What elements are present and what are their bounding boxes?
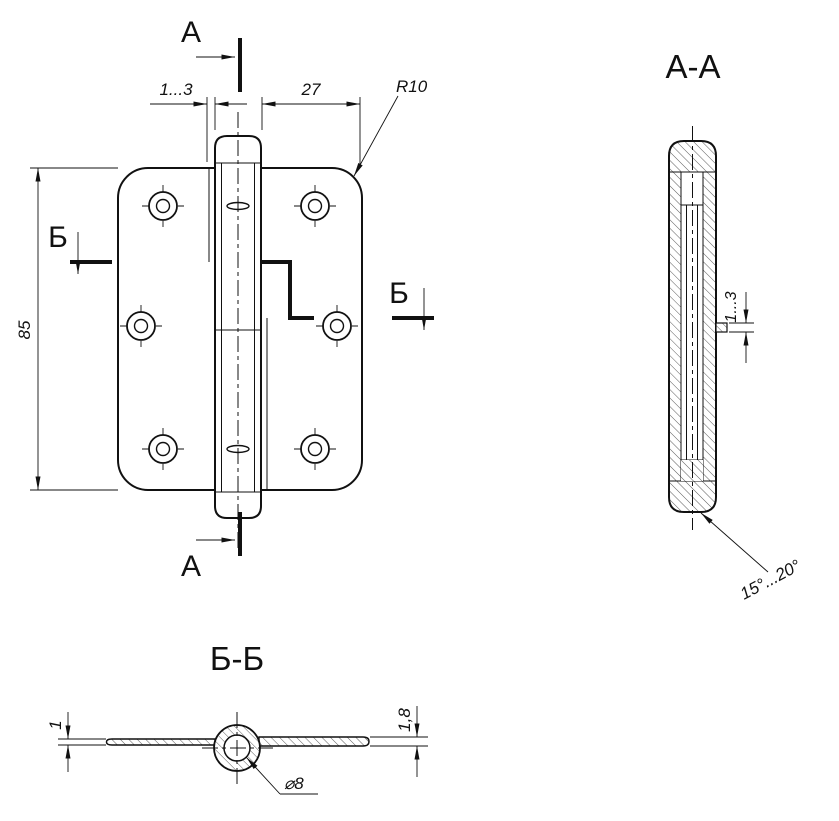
- screw-hole-top-right: [294, 185, 336, 227]
- leaf-plate-protrusion: [715, 322, 728, 333]
- dimension-height-85: 85: [15, 167, 118, 491]
- dim-plate-thickness-text: 1...3: [723, 291, 740, 322]
- dimension-right-plate-1-8: 1,8: [370, 706, 428, 777]
- section-bb-view: Б-Б 1 1,8 ⌀8: [46, 640, 428, 795]
- screw-hole-bottom-left: [142, 428, 184, 470]
- cut-plane-a: А А: [181, 16, 242, 583]
- dimension-leaf-27: 27: [261, 80, 361, 164]
- dim-radius-text: R10: [396, 77, 428, 96]
- hinge-knuckle-column: [214, 135, 262, 519]
- dimension-left-plate-1: 1: [46, 712, 106, 772]
- cut-line-b-step: [262, 260, 314, 320]
- dim-angle-text: 15°...20°: [737, 556, 804, 604]
- dimension-hole-dia8: ⌀8: [246, 757, 318, 795]
- dimension-plate-1-3: 1...3: [723, 291, 754, 363]
- dim-height-text: 85: [15, 320, 34, 339]
- screw-hole-mid-left: [120, 305, 162, 347]
- dim-left-thickness-text: 1: [46, 720, 65, 729]
- dim-gap-text: 1...3: [159, 80, 193, 99]
- front-view: А А Б Б 85 1...3: [15, 16, 434, 583]
- dimension-radius-r10: R10: [353, 77, 428, 177]
- screw-hole-top-left: [142, 185, 184, 227]
- screw-holes: [120, 185, 358, 470]
- label-a-top: А: [181, 16, 201, 49]
- dimension-gap-1-3: 1...3: [150, 80, 247, 162]
- screw-hole-mid-right: [316, 305, 358, 347]
- right-plate-section: [258, 736, 370, 747]
- screw-hole-bottom-right: [294, 428, 336, 470]
- knuckle-outline: [214, 135, 262, 519]
- cut-plane-b: Б Б: [48, 221, 434, 330]
- dimension-taper-angle: 15°...20°: [700, 512, 804, 604]
- label-a-bottom: А: [181, 550, 201, 583]
- dim-leaf-width-text: 27: [301, 80, 321, 99]
- leaf-gap-lines: [208, 168, 268, 490]
- section-aa-view: А-А 1...3: [665, 48, 803, 604]
- section-bb-title: Б-Б: [210, 640, 264, 677]
- dim-right-thickness-text: 1,8: [395, 708, 414, 732]
- section-aa-title: А-А: [665, 48, 720, 85]
- dim-hole-diameter-text: ⌀8: [284, 774, 304, 793]
- label-b-left: Б: [48, 221, 68, 254]
- label-b-right: Б: [389, 277, 409, 310]
- left-plate-section: [105, 738, 217, 746]
